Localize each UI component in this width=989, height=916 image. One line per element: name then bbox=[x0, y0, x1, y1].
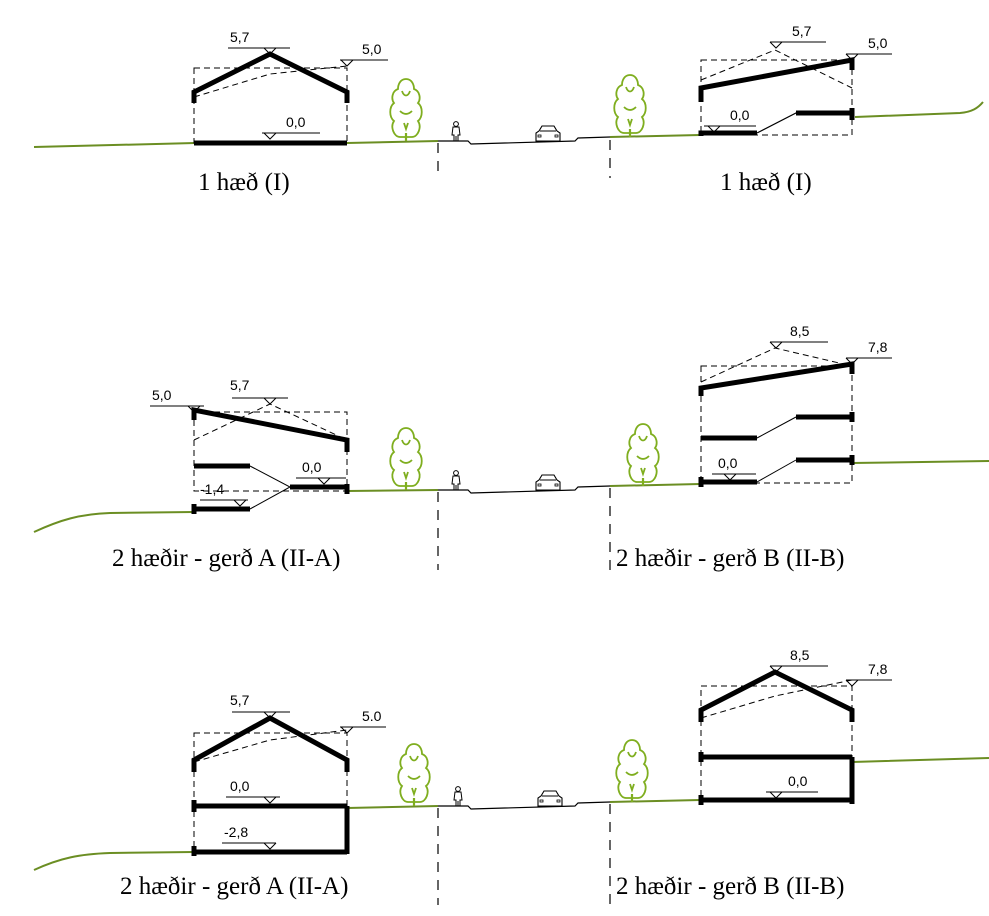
floor-level-label: 0,0 bbox=[730, 107, 750, 123]
shed-roof bbox=[698, 361, 855, 396]
tree-icon bbox=[397, 742, 431, 808]
ridge-level-label: 5,7 bbox=[230, 692, 250, 708]
house-2b-right-row3: 8,5 7,8 0,0 2 hæðir - gerð B (II-B) bbox=[616, 647, 892, 900]
street-profile bbox=[438, 485, 611, 494]
level-marker-icon bbox=[845, 53, 859, 61]
ground-line-left bbox=[33, 489, 439, 533]
level-marker-icon bbox=[340, 726, 354, 734]
tree-icon bbox=[626, 422, 660, 488]
lower-level-label: -2,8 bbox=[224, 824, 248, 840]
floor-level-label: 0,0 bbox=[230, 778, 250, 794]
pedestrian-icon bbox=[451, 121, 461, 142]
shed-roof bbox=[698, 56, 855, 102]
house-2b-right: 8,5 7,8 0,0 2 hæðir - gerð B (II-B) bbox=[616, 323, 892, 572]
ground-line-right bbox=[609, 101, 984, 138]
eave-level-label: 7,8 bbox=[868, 661, 888, 677]
car-icon bbox=[537, 790, 563, 807]
level-marker-icon bbox=[263, 47, 277, 55]
tree-icon bbox=[615, 738, 649, 804]
ground-line-left bbox=[33, 805, 439, 871]
ridge-level-label: 8,5 bbox=[790, 323, 810, 339]
tree-icon bbox=[389, 77, 423, 143]
eave-level-label: 7,8 bbox=[868, 339, 888, 355]
height-envelope bbox=[193, 732, 348, 853]
pedestrian-icon bbox=[451, 470, 461, 491]
street-profile bbox=[438, 801, 611, 810]
height-envelope bbox=[700, 365, 853, 484]
ground-line-right bbox=[609, 460, 989, 487]
eave-level-label: 5,0 bbox=[362, 41, 382, 57]
ridge-level-label: 5,7 bbox=[230, 29, 250, 45]
floor-level-label: 0,0 bbox=[302, 459, 322, 475]
ridge-level-label: 5,7 bbox=[792, 23, 812, 39]
level-marker-icon bbox=[263, 397, 277, 405]
level-marker-icon bbox=[769, 41, 783, 49]
level-marker-icon bbox=[769, 341, 783, 349]
gable-roof bbox=[191, 51, 350, 103]
section-caption: 2 hæðir - gerð A (II-A) bbox=[120, 873, 348, 900]
height-envelope bbox=[700, 685, 853, 801]
ridge-level-label: 8,5 bbox=[790, 647, 810, 663]
ground-line-right bbox=[609, 757, 989, 803]
gable-roof bbox=[191, 715, 350, 772]
street-profile bbox=[438, 136, 611, 145]
eave-level-label: 5.0 bbox=[362, 708, 382, 724]
section-caption: 2 hæðir - gerð A (II-A) bbox=[112, 545, 340, 572]
section-caption: 1 hæð (I) bbox=[198, 169, 290, 196]
floor-level-label: 0,0 bbox=[718, 455, 738, 471]
house-1-right: 5,7 5,0 0,0 1 hæð (I) bbox=[698, 23, 892, 196]
section-row-3: 5,7 5.0 0,0 -2,8 2 hæðir - gerð A (II-A)… bbox=[33, 647, 989, 905]
floor-level-label: 0,0 bbox=[286, 114, 306, 130]
gable-roof bbox=[698, 669, 855, 722]
eave-level-label: 5,0 bbox=[868, 35, 888, 51]
section-caption: 2 hæðir - gerð B (II-B) bbox=[616, 545, 844, 572]
level-marker-icon bbox=[769, 665, 783, 673]
lower-level-label: -1,4 bbox=[200, 481, 224, 497]
level-marker-icon bbox=[845, 357, 859, 365]
tree-icon bbox=[389, 426, 423, 492]
house-2a-left-row3: 5,7 5.0 0,0 -2,8 2 hæðir - gerð A (II-A) bbox=[120, 692, 386, 900]
section-caption: 2 hæðir - gerð B (II-B) bbox=[616, 873, 844, 900]
level-marker-icon bbox=[769, 791, 783, 799]
section-caption: 1 hæð (I) bbox=[720, 169, 812, 196]
level-marker-icon bbox=[263, 132, 277, 140]
level-marker-icon bbox=[233, 499, 247, 507]
pedestrian-icon bbox=[453, 786, 463, 807]
floor-slab-lower bbox=[698, 130, 757, 136]
level-marker-icon bbox=[187, 405, 201, 413]
eave-level-label: 5,0 bbox=[152, 387, 172, 403]
level-marker-icon bbox=[263, 711, 277, 719]
level-marker-icon bbox=[707, 125, 721, 133]
car-icon bbox=[535, 474, 561, 491]
car-icon bbox=[535, 125, 561, 142]
ground-line-left bbox=[33, 140, 439, 148]
level-marker-icon bbox=[340, 59, 354, 67]
level-marker-icon bbox=[263, 842, 277, 850]
level-marker-icon bbox=[263, 796, 277, 804]
ridge-level-label: 5,7 bbox=[230, 377, 250, 393]
house-2a-left: 5,0 5,7 0,0 -1,4 2 hæðir - gerð A (II-A) bbox=[112, 377, 350, 572]
level-marker-icon bbox=[317, 477, 331, 485]
tree-icon bbox=[613, 73, 647, 139]
section-row-1: 5,7 5,0 0,0 1 hæð (I) 5,7 5,0 bbox=[33, 23, 984, 196]
house-1-left: 5,7 5,0 0,0 1 hæð (I) bbox=[191, 29, 388, 196]
floor-level-label: 0,0 bbox=[788, 773, 808, 789]
level-marker-icon bbox=[845, 679, 859, 687]
level-marker-icon bbox=[723, 473, 737, 481]
section-row-2: 5,0 5,7 0,0 -1,4 2 hæðir - gerð A (II-A) bbox=[33, 323, 989, 572]
shed-roof bbox=[191, 406, 350, 452]
